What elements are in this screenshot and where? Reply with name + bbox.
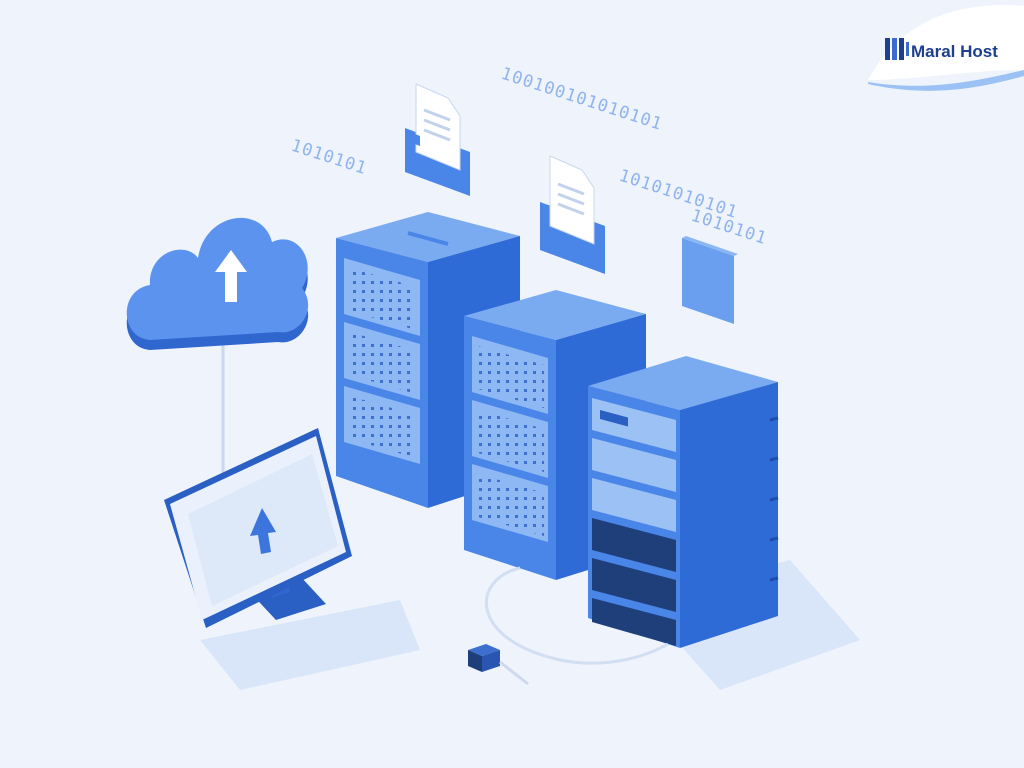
- monitor-shadow: [200, 600, 420, 690]
- network-port-icon: [468, 644, 529, 686]
- network-cable: [485, 566, 669, 665]
- monitor-arrow-up-icon: [250, 508, 276, 554]
- monitor-upload-icon: [164, 428, 352, 628]
- binary-text-left: 1010101: [288, 136, 369, 179]
- floating-panel: [682, 238, 734, 324]
- brand-mark-icon: [885, 38, 909, 60]
- server-rack-3: [588, 356, 779, 648]
- cloud-upload-icon: [126, 217, 309, 350]
- brand-logo: Maral Host: [868, 4, 1024, 91]
- document-tray-1: [405, 83, 470, 196]
- document-tray-2: [540, 155, 605, 274]
- brand-name: Maral Host: [911, 42, 998, 61]
- cloud-arrow-up-icon: [215, 250, 247, 302]
- binary-text-top: 100100101010101: [498, 64, 664, 135]
